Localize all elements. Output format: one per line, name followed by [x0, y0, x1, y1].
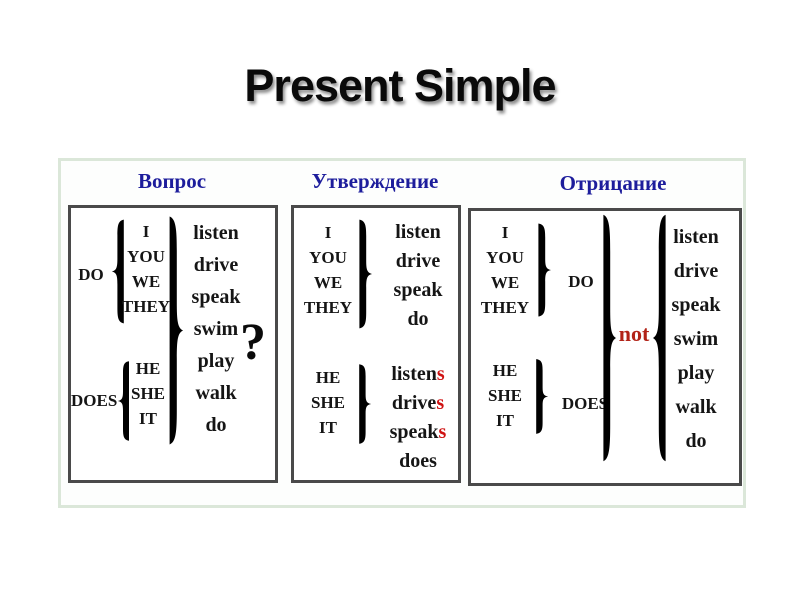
pronoun: HE — [492, 361, 518, 380]
pronoun: I — [324, 223, 332, 242]
pronoun: YOU — [127, 247, 165, 266]
panel-header-negation: Отрицание — [559, 171, 667, 195]
pronoun-group-plural: I YOU WE THEY — [121, 219, 171, 319]
pronoun-group-singular: HE SHE IT — [123, 356, 173, 431]
pronoun: SHE — [487, 386, 523, 405]
verb: play — [677, 362, 715, 384]
pronoun: I — [501, 223, 509, 242]
not-word: not — [618, 321, 650, 346]
verb-with-ending: listens — [382, 360, 454, 389]
aux-does-label: DOES — [561, 394, 609, 413]
verb: does — [399, 450, 437, 472]
pronoun: WE — [313, 273, 343, 292]
verb-with-ending: drives — [382, 389, 454, 418]
grammar-board: Вопрос Утверждение Отрицание DO I YOU WE… — [58, 158, 746, 508]
pronoun: WE — [131, 272, 161, 291]
curly-brace-icon — [536, 359, 549, 434]
third-person-ending: s — [436, 363, 445, 385]
pronoun: YOU — [309, 248, 347, 267]
aux-do-label: DO — [568, 272, 594, 291]
aux-does-label: DOES — [71, 391, 118, 410]
pronoun: SHE — [130, 384, 166, 403]
verb: swim — [673, 328, 719, 350]
verb: drive — [395, 250, 441, 272]
verb: speak — [191, 286, 241, 308]
verb: do — [685, 430, 707, 452]
pronoun: HE — [135, 359, 161, 378]
verb-stem: speak — [389, 421, 439, 443]
verb-list-plural: listen drive speak do — [384, 218, 452, 334]
pronoun: YOU — [486, 248, 524, 267]
verb-list: listen drive speak swim play walk do — [659, 220, 733, 458]
statement-panel: I YOU WE THEY listen drive speak do HE S… — [291, 205, 461, 483]
verb: play — [197, 350, 235, 372]
negation-panel: I YOU WE THEY DO HE SHE IT DOES not list… — [468, 208, 742, 486]
verb: drive — [673, 260, 719, 282]
pronoun-group-plural: I YOU WE THEY — [477, 220, 533, 320]
verb: swim — [193, 318, 239, 340]
verb: listen — [673, 226, 719, 248]
verb-list-singular: listens drives speaks does — [382, 360, 454, 476]
pronoun: THEY — [480, 298, 530, 317]
slide-title: Present Simple — [244, 60, 556, 111]
curly-brace-icon — [538, 223, 552, 317]
pronoun-group-plural: I YOU WE THEY — [302, 220, 354, 320]
verb: drive — [193, 254, 239, 276]
question-mark: ? — [240, 314, 266, 371]
verb: listen — [193, 222, 239, 244]
pronoun: I — [142, 222, 150, 241]
verb: walk — [675, 396, 717, 418]
verb-list: listen drive speak swim play walk do — [176, 217, 256, 441]
curly-brace-icon — [359, 219, 373, 329]
pronoun: SHE — [310, 393, 346, 412]
verb: listen — [395, 221, 441, 243]
pronoun: THEY — [121, 297, 171, 316]
aux-do-label: DO — [78, 265, 104, 284]
pronoun-group-singular: HE SHE IT — [302, 365, 354, 440]
curly-brace-icon — [359, 364, 372, 444]
panel-header-statement: Утверждение — [311, 169, 439, 193]
pronoun: THEY — [303, 298, 353, 317]
verb: do — [205, 414, 227, 436]
verb: walk — [195, 382, 237, 404]
question-panel: DO I YOU WE THEY DOES HE SHE IT listen d… — [68, 205, 278, 483]
verb-stem: drive — [391, 392, 437, 414]
pronoun: HE — [315, 368, 341, 387]
pronoun-group-singular: HE SHE IT — [477, 358, 533, 433]
verb: speak — [393, 279, 443, 301]
verb: speak — [671, 294, 721, 316]
panel-header-question: Вопрос — [137, 169, 207, 193]
third-person-ending: s — [438, 421, 447, 443]
third-person-ending: s — [436, 392, 445, 414]
verb: do — [407, 308, 429, 330]
pronoun: IT — [139, 409, 157, 428]
verb-stem: listen — [391, 363, 437, 385]
pronoun: IT — [496, 411, 514, 430]
pronoun: IT — [319, 418, 337, 437]
pronoun: WE — [490, 273, 520, 292]
verb-with-ending: speaks — [382, 418, 454, 447]
